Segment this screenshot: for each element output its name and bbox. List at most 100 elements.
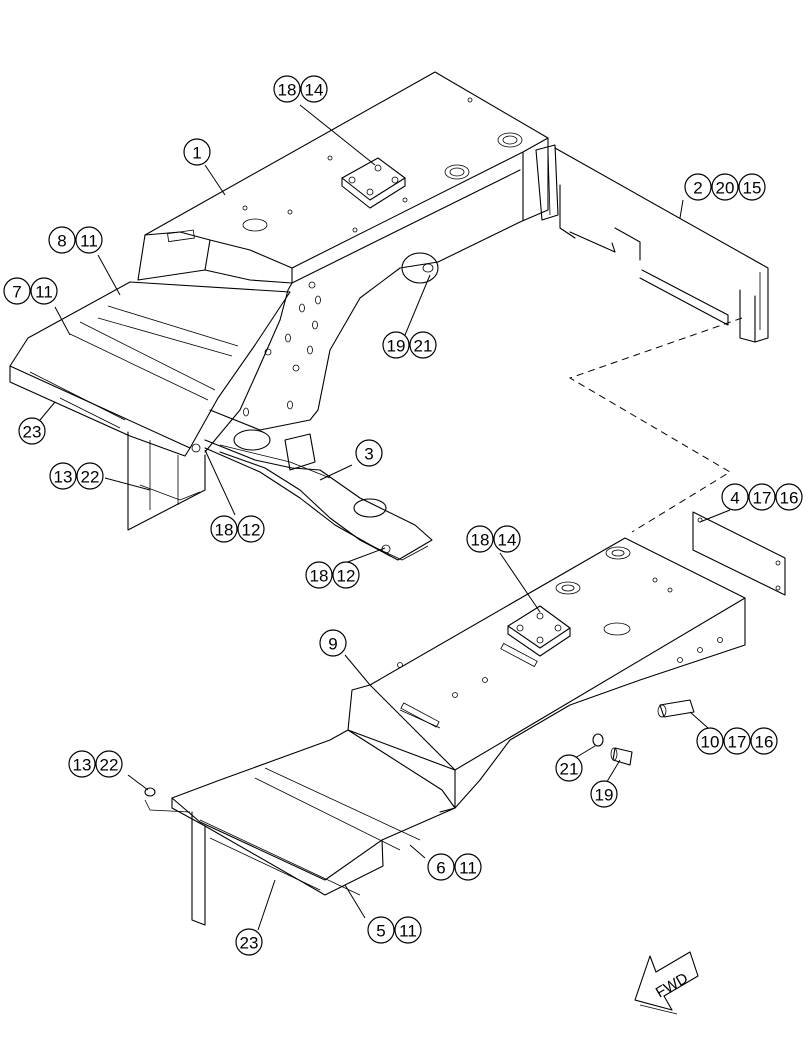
callout-number: 22: [100, 756, 119, 775]
callout-number: 18: [310, 567, 329, 586]
callout-21: 21: [555, 754, 583, 782]
callout-number: 22: [81, 468, 100, 487]
callout-balloon: [493, 525, 521, 553]
callout-number: 11: [459, 859, 477, 878]
callout-number: 15: [743, 179, 762, 198]
callout-number: 5: [376, 922, 385, 941]
callout-8-11: 8 11: [48, 226, 103, 254]
callout-number: 16: [755, 733, 774, 752]
pin-part-10: [657, 699, 695, 718]
callout-23: 23: [235, 928, 263, 956]
callout-balloon: [76, 462, 104, 490]
callout-number: 18: [215, 521, 234, 540]
rear-cover-panel: [554, 147, 769, 343]
callout-balloon: [382, 331, 410, 359]
callout-number: 19: [595, 786, 614, 805]
callout-number: 14: [305, 81, 324, 100]
callout-number: 1: [192, 144, 201, 163]
callout-balloon: [75, 226, 103, 254]
callout-number: 21: [414, 337, 433, 356]
callout-number: 18: [278, 81, 297, 100]
callout-number: 18: [471, 531, 490, 550]
callout-number: 9: [328, 635, 337, 654]
callout-balloon: [696, 727, 724, 755]
callout-balloon: [237, 515, 265, 543]
callout-balloon: [332, 561, 360, 589]
callout-number: 11: [35, 283, 53, 302]
callout-9: 9: [319, 629, 347, 657]
callout-balloon: [235, 928, 263, 956]
callout-number: 23: [23, 423, 42, 442]
callout-balloon: [738, 173, 766, 201]
callout-number: 13: [73, 756, 92, 775]
callout-1: 1: [183, 138, 211, 166]
callout-13-22: 13 22: [68, 750, 123, 778]
access-cover-plate-top: [341, 157, 406, 209]
callout-balloon: [95, 750, 123, 778]
rear-plate-lower: [692, 511, 786, 596]
callout-balloon: [210, 515, 238, 543]
callout-balloon: [723, 727, 751, 755]
leader-lines: [39, 104, 731, 931]
lower-deck-holes: [397, 546, 673, 728]
callout-balloon: [775, 483, 803, 511]
callout-balloon: [273, 75, 301, 103]
callout-number: 20: [716, 179, 735, 198]
callout-number: 3: [364, 445, 373, 464]
callout-number: 10: [701, 733, 720, 752]
callout-number: 8: [57, 232, 66, 251]
callout-balloon: [355, 439, 383, 467]
callout-balloon: [750, 727, 778, 755]
callout-balloon: [183, 138, 211, 166]
callout-balloon: [18, 417, 46, 445]
access-cover-plate-bottom: [507, 605, 571, 657]
callout-number: 19: [387, 337, 406, 356]
callout-balloon: [684, 173, 712, 201]
callout-balloon: [711, 173, 739, 201]
callout-number: 6: [436, 859, 445, 878]
callout-balloon: [305, 561, 333, 589]
callout-balloon: [367, 916, 395, 944]
callout-balloon: [300, 75, 328, 103]
callout-6-11: 6 11: [427, 853, 482, 881]
callout-balloon: [748, 483, 776, 511]
callout-number: 12: [242, 521, 261, 540]
callout-number: 14: [498, 531, 517, 550]
callout-19: 19: [590, 780, 618, 808]
callout-number: 11: [80, 232, 98, 251]
callout-number: 2: [693, 179, 702, 198]
side-wall-holes: [243, 281, 321, 417]
callout-balloon: [30, 277, 58, 305]
callout-balloon: [3, 277, 31, 305]
callout-balloon: [555, 754, 583, 782]
callout-balloon: [68, 750, 96, 778]
callout-number: 4: [730, 489, 739, 508]
callout-number: 23: [240, 934, 259, 953]
center-rail: [191, 429, 433, 561]
fwd-label: FWD: [653, 970, 691, 1002]
callout-2-20-15: 2 20 15: [684, 173, 766, 201]
callout-balloon: [454, 853, 482, 881]
callout-balloon: [409, 331, 437, 359]
callout-number: 17: [753, 489, 772, 508]
callout-balloon: [721, 483, 749, 511]
callout-balloon: [394, 916, 422, 944]
callout-balloon: [466, 525, 494, 553]
washer-and-bolt: [592, 733, 633, 766]
callout-number: 16: [780, 489, 799, 508]
callout-balloon: [590, 780, 618, 808]
assembly-connector-line: [568, 317, 743, 533]
callout-balloon: [319, 629, 347, 657]
callout-3: 3: [355, 439, 383, 467]
forward-direction-arrow: FWD: [634, 951, 699, 1015]
